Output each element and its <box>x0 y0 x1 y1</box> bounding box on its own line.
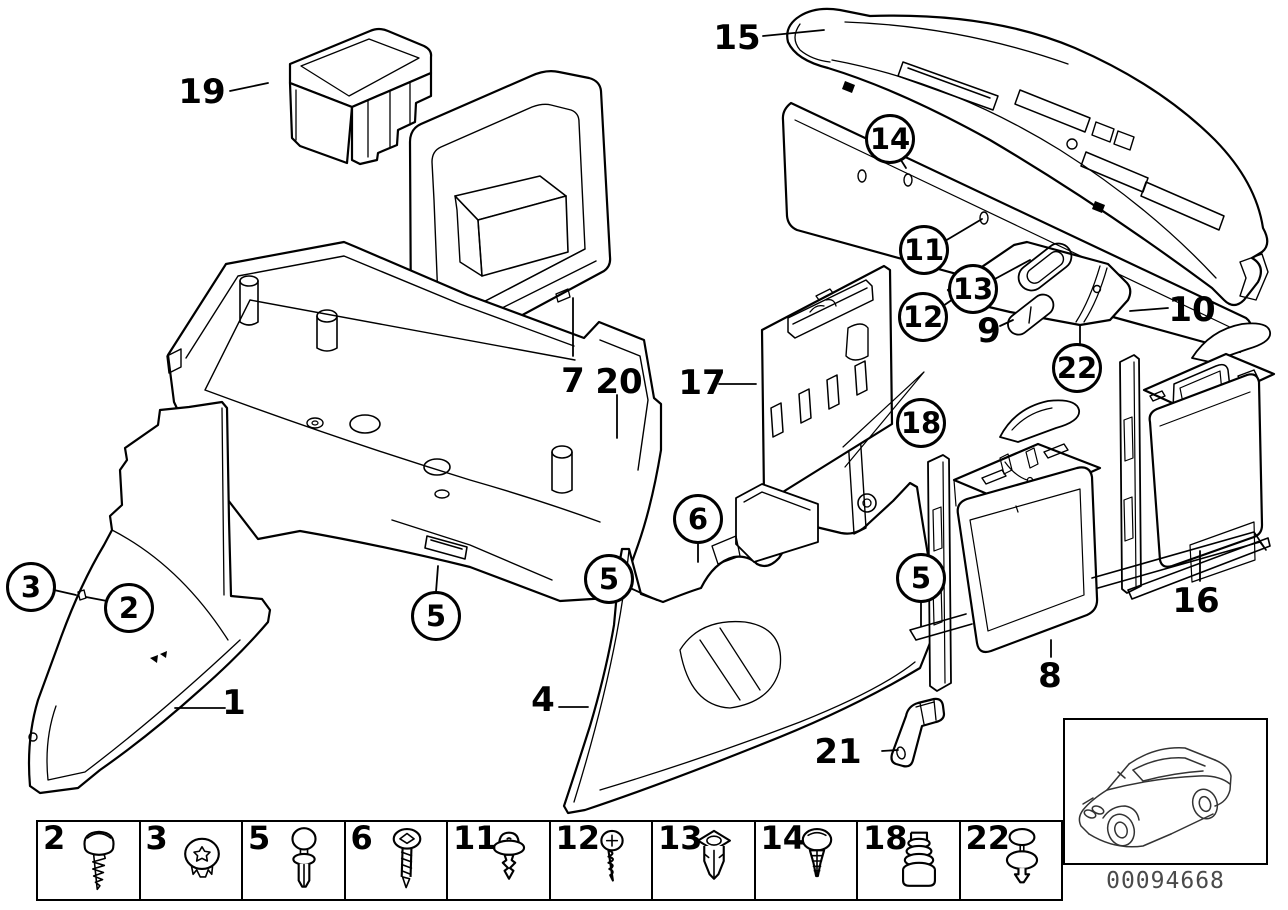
callout-17[interactable]: 17 <box>678 363 726 403</box>
callout-20[interactable]: 20 <box>595 362 643 402</box>
legend-number: 12 <box>555 819 601 857</box>
callout-13[interactable]: 13 <box>948 264 998 314</box>
callout-11[interactable]: 11 <box>899 225 949 275</box>
callout-3[interactable]: 3 <box>6 562 56 612</box>
callout-1[interactable]: 1 <box>222 683 246 723</box>
car-thumbnail-icon <box>1078 747 1232 848</box>
callout-5[interactable]: 5 <box>584 554 634 604</box>
legend-item-22[interactable]: 22 <box>958 819 1062 899</box>
part-17-mounting-panel <box>711 264 894 565</box>
legend-number: 6 <box>350 819 373 857</box>
legend-number: 18 <box>863 819 908 857</box>
callout-19[interactable]: 19 <box>178 72 226 112</box>
tapping-screw-icon <box>392 827 422 888</box>
callout-14[interactable]: 14 <box>865 114 915 164</box>
part-4-right-side-trim <box>562 431 934 815</box>
legend-item-2[interactable]: 2 <box>38 822 139 899</box>
legend-item-6[interactable]: 6 <box>343 819 447 899</box>
callout-7[interactable]: 7 <box>561 361 585 401</box>
part-9-cover-cap <box>1007 293 1055 336</box>
mushroom-clip-icon <box>493 831 526 880</box>
callout-21[interactable]: 21 <box>814 732 862 772</box>
callout-2[interactable]: 2 <box>104 583 154 633</box>
callout-18[interactable]: 18 <box>896 398 946 448</box>
callout-4[interactable]: 4 <box>531 680 555 720</box>
legend-item-12[interactable]: 12 <box>548 819 652 899</box>
blind-rivet-clip-icon <box>801 827 832 877</box>
clip-mark <box>77 589 87 601</box>
legend-number: 2 <box>43 819 66 857</box>
callout-5[interactable]: 5 <box>411 591 461 641</box>
diagram-number: 00094668 <box>1106 868 1225 894</box>
legend-number: 14 <box>760 819 806 857</box>
part-8-battery-cover <box>927 399 1102 692</box>
rubber-plug-icon <box>902 831 937 887</box>
support-rail <box>909 531 1267 641</box>
callout-5[interactable]: 5 <box>896 553 946 603</box>
legend-item-3[interactable]: 3 <box>138 819 242 899</box>
expanding-nut-icon <box>697 829 732 880</box>
legend-item-13[interactable]: 13 <box>651 822 754 899</box>
push-rivet-icon <box>1005 827 1038 883</box>
part-19-storage-tray <box>288 27 433 166</box>
legend-number: 3 <box>145 819 168 857</box>
legend-item-18[interactable]: 18 <box>856 822 959 899</box>
callout-12[interactable]: 12 <box>898 292 948 342</box>
legend-number: 22 <box>965 819 1011 857</box>
part-7-rear-trunk-panel <box>408 70 612 360</box>
car-reference-box <box>1063 718 1268 865</box>
callout-9[interactable]: 9 <box>977 311 1001 351</box>
part-20-floor-panel <box>166 240 663 603</box>
part-16-battery-cover <box>1119 322 1276 600</box>
part-21-bracket <box>890 697 946 768</box>
callout-15[interactable]: 15 <box>713 18 761 58</box>
grommet-icon <box>183 837 220 878</box>
dome-screw-icon <box>83 830 115 890</box>
callout-6[interactable]: 6 <box>673 494 723 544</box>
callout-8[interactable]: 8 <box>1038 656 1062 696</box>
legend-item-14[interactable]: 14 <box>753 819 857 899</box>
fastener-legend: 2 3 5 6 11 12 13 14 18 22 <box>36 820 1063 901</box>
legend-number: 13 <box>658 819 703 857</box>
expansion-rivet-icon <box>291 826 317 888</box>
legend-number: 5 <box>248 819 271 857</box>
callout-22[interactable]: 22 <box>1052 343 1102 393</box>
phillips-screw-icon <box>600 829 624 882</box>
legend-item-11[interactable]: 11 <box>446 822 549 899</box>
part-10-trim-cover <box>946 240 1132 327</box>
callout-16[interactable]: 16 <box>1172 581 1220 621</box>
callout-10[interactable]: 10 <box>1168 290 1216 330</box>
legend-item-5[interactable]: 5 <box>241 822 344 899</box>
leader-lines <box>53 29 1201 752</box>
legend-number: 11 <box>453 819 498 857</box>
